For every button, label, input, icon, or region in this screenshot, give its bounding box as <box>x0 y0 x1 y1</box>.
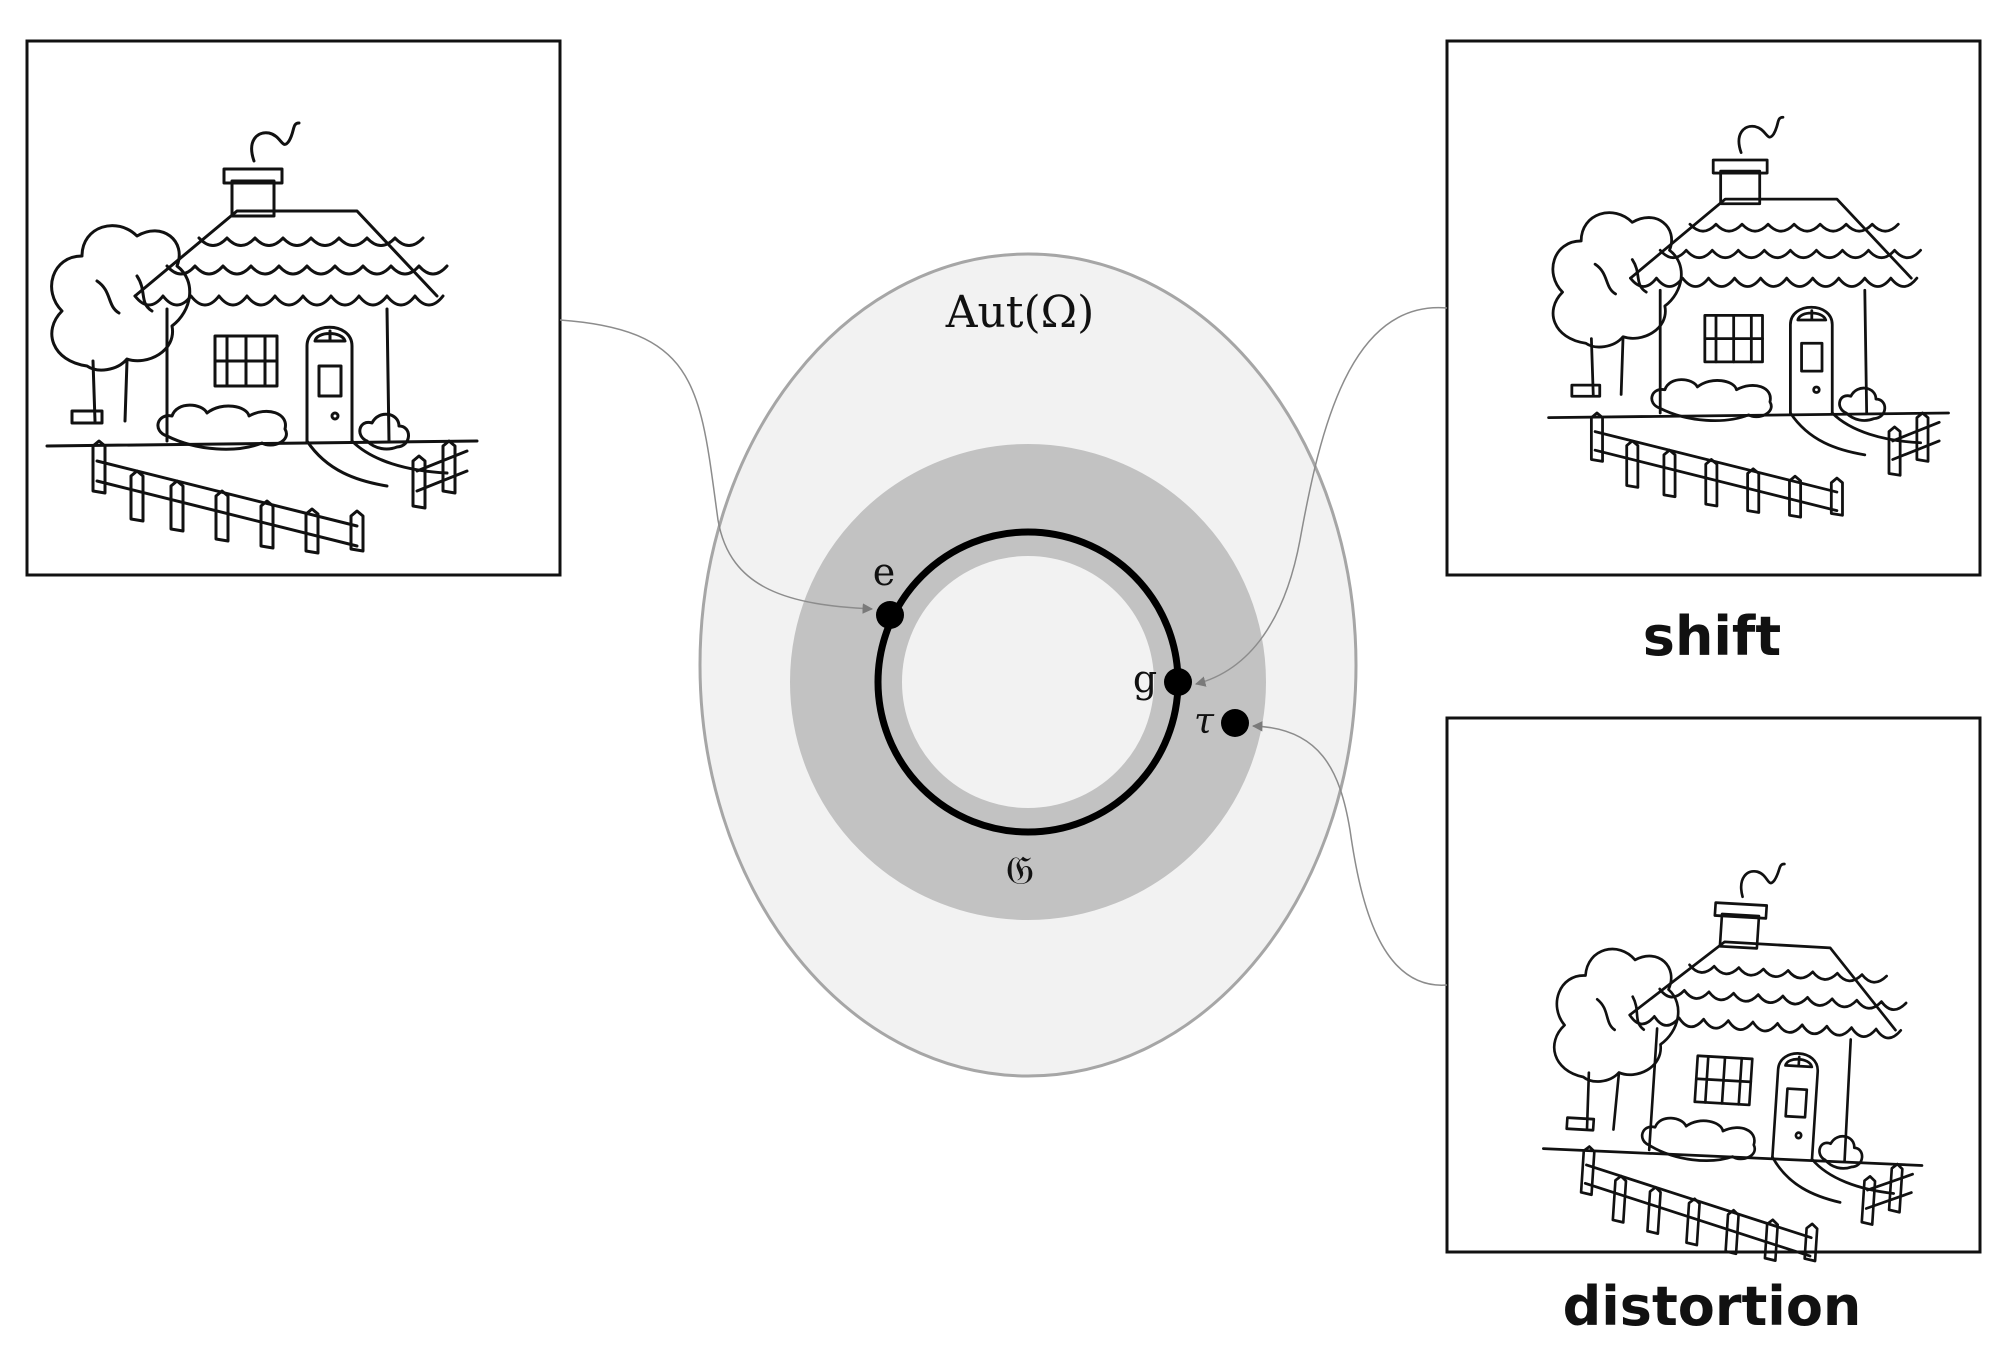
group-element-point <box>1164 668 1192 696</box>
group-element-label: g <box>1133 657 1157 701</box>
outer-set-ellipse <box>698 252 1358 1078</box>
identity-label: e <box>873 550 896 594</box>
shifted-image-panel <box>1445 39 1982 577</box>
distorted-image-frame <box>1445 716 1982 1254</box>
identity-point <box>876 601 904 629</box>
original-to-identity-arrow <box>559 319 874 614</box>
original-image-frame <box>25 39 562 577</box>
transformation-label: τ <box>1194 701 1215 742</box>
shifted-image-frame <box>1445 39 1982 577</box>
distortion-to-transformation-arrow <box>1251 721 1448 986</box>
group-neighborhood-annulus <box>790 444 1266 920</box>
shift-to-group-element-arrow <box>1194 307 1448 687</box>
original-image-panel <box>25 39 562 577</box>
automorphism-set: Aut(Ω) 𝔊 e g τ <box>698 252 1358 1078</box>
distorted-image-panel <box>1445 716 1982 1270</box>
group-label: 𝔊 <box>1006 848 1034 894</box>
shift-caption: shift <box>1643 605 1781 668</box>
outer-set-label: Aut(Ω) <box>945 287 1095 338</box>
distortion-caption: distortion <box>1563 1275 1862 1338</box>
transformation-point <box>1221 709 1249 737</box>
